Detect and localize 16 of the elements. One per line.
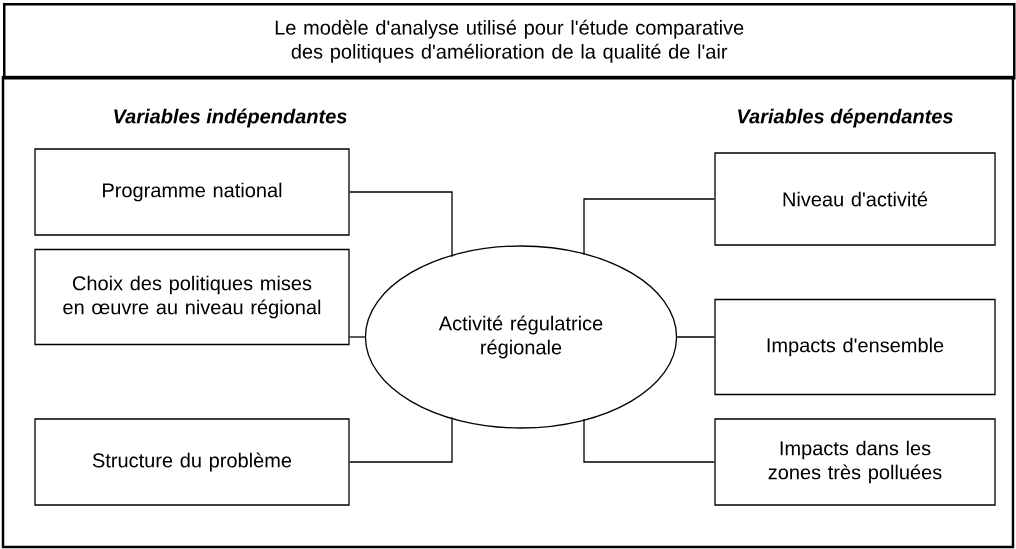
text-box: Programme national <box>34 148 350 236</box>
heading: Variables indépendantes <box>114 108 347 128</box>
text-box: Structure du problème <box>34 418 350 506</box>
connector <box>583 418 715 463</box>
connector <box>583 198 715 256</box>
connector <box>349 336 366 338</box>
text-box: Impacts dans les zones très polluées <box>714 418 996 506</box>
connector <box>676 336 715 338</box>
connector <box>349 416 453 463</box>
connector <box>349 191 453 258</box>
heading: Variables dépendantes <box>738 108 953 128</box>
ellipse-node: Activité régulatrice régionale <box>364 245 678 429</box>
text-box: Niveau d'activité <box>714 152 996 246</box>
text-box: Impacts d'ensemble <box>714 298 996 396</box>
text-box: Choix des politiques mises en œuvre au niveau régional <box>34 248 350 346</box>
title-band: Le modèle d'analyse utilisé pour l'étude comparative des politiques d'amélioration de la qualité de l'air <box>3 3 1016 80</box>
